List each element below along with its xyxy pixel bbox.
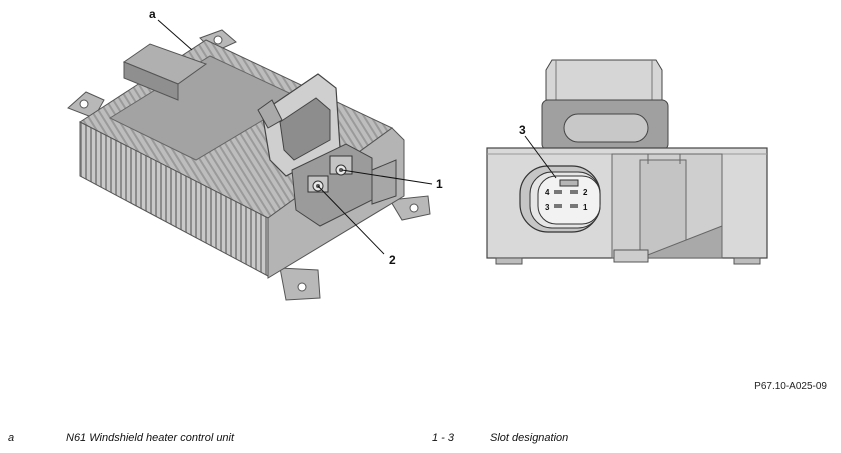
callout-2: 2	[389, 253, 396, 267]
callout-1: 1	[436, 177, 443, 191]
pin-label-2: 2	[583, 188, 588, 197]
pin-label-3: 3	[545, 203, 550, 212]
pin-label-1: 1	[583, 203, 588, 212]
pin-label-4: 4	[545, 188, 550, 197]
callout-1-leader	[341, 169, 433, 185]
callout-2-leader	[317, 185, 385, 255]
legend-description: N61 Windshield heater control unit	[66, 432, 235, 444]
legend-description: Slot designation	[490, 432, 569, 444]
control-unit-view	[67, 29, 431, 301]
callout-3: 3	[519, 123, 526, 137]
legend-key: a	[8, 432, 15, 444]
callout-a-leader	[157, 19, 193, 51]
figure-reference-code: P67.10-A025-09	[754, 381, 827, 392]
connector-front-view: 4 2 3 1	[486, 59, 768, 265]
legend-key: 1 - 3	[432, 432, 455, 444]
callout-a: a	[149, 7, 156, 21]
callout-3-leader	[524, 135, 557, 179]
figure-illustration: a 1 2 4 2 3 1 3	[67, 7, 768, 301]
